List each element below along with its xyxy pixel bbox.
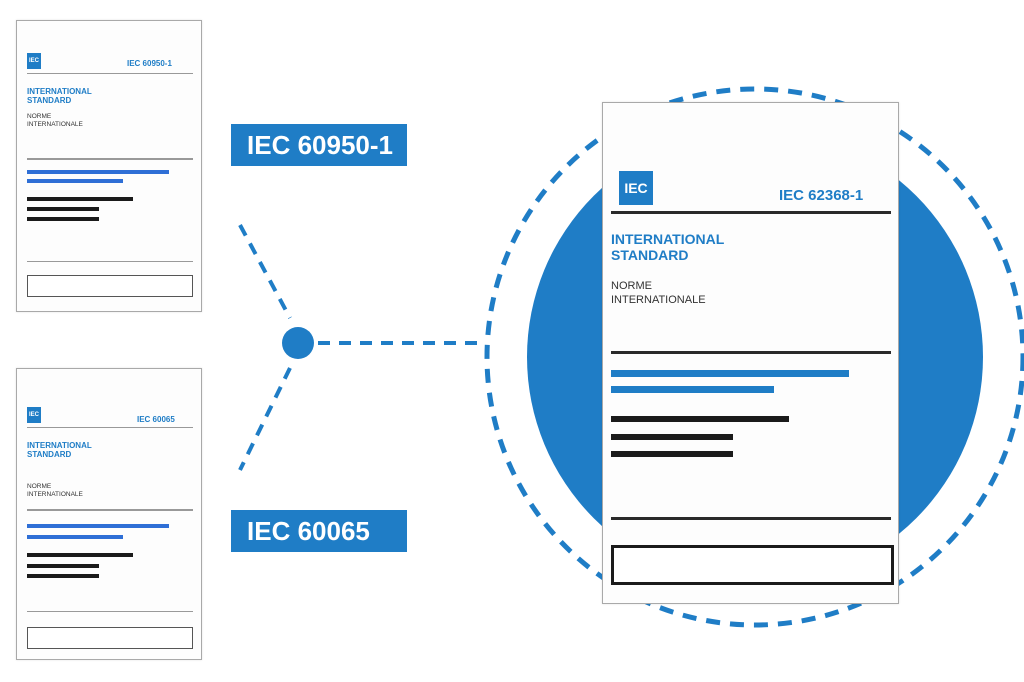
document-subtitle: NORME INTERNATIONALE <box>27 483 83 499</box>
footer-box <box>27 627 193 649</box>
section-rule <box>27 158 193 160</box>
footer-rule <box>27 261 193 262</box>
section-rule <box>27 509 193 511</box>
blue-bar-long <box>27 524 169 528</box>
document-title: INTERNATIONAL STANDARD <box>27 87 92 106</box>
document-iec-62368-1: IEC IEC 62368-1 INTERNATIONAL STANDARD N… <box>602 102 899 604</box>
blue-bar-short <box>27 535 123 539</box>
iec-logo: IEC <box>27 53 41 69</box>
iec-logo: IEC <box>27 407 41 423</box>
blue-bar-long <box>611 370 849 377</box>
document-subtitle: NORME INTERNATIONALE <box>611 280 706 307</box>
blue-bar-short <box>27 179 123 183</box>
dashed-outer-ring <box>484 86 1024 628</box>
merge-node <box>282 327 314 359</box>
section-rule <box>611 351 891 354</box>
document-title: INTERNATIONAL STANDARD <box>27 441 92 460</box>
footer-rule <box>27 611 193 612</box>
footer-box <box>27 275 193 297</box>
header-rule <box>27 427 193 428</box>
document-iec-60950-1: IEC IEC 60950-1 INTERNATIONAL STANDARD N… <box>16 20 202 312</box>
black-bar-1 <box>27 553 133 557</box>
footer-box <box>611 545 894 585</box>
black-bar-3 <box>611 451 733 457</box>
black-bar-2 <box>27 564 99 568</box>
footer-rule <box>611 517 891 520</box>
document-code: IEC 60950-1 <box>127 59 172 68</box>
label-iec-60065: IEC 60065 <box>231 510 407 552</box>
black-bar-2 <box>611 434 733 440</box>
header-rule <box>611 211 891 214</box>
document-code: IEC 60065 <box>137 415 175 424</box>
black-bar-1 <box>611 416 789 422</box>
document-code: IEC 62368-1 <box>779 187 864 204</box>
iec-logo: IEC <box>619 171 653 205</box>
connector-line-bottom <box>238 367 292 471</box>
black-bar-1 <box>27 197 133 201</box>
document-iec-60065: IEC IEC 60065 INTERNATIONAL STANDARD NOR… <box>16 368 202 660</box>
label-iec-60950-1: IEC 60950-1 <box>231 124 407 166</box>
document-title: INTERNATIONAL STANDARD <box>611 231 725 264</box>
connector-line-top <box>238 224 292 319</box>
blue-bar-long <box>27 170 169 174</box>
blue-bar-short <box>611 386 774 393</box>
black-bar-3 <box>27 217 99 221</box>
document-subtitle: NORME INTERNATIONALE <box>27 113 83 129</box>
black-bar-2 <box>27 207 99 211</box>
header-rule <box>27 73 193 74</box>
black-bar-3 <box>27 574 99 578</box>
